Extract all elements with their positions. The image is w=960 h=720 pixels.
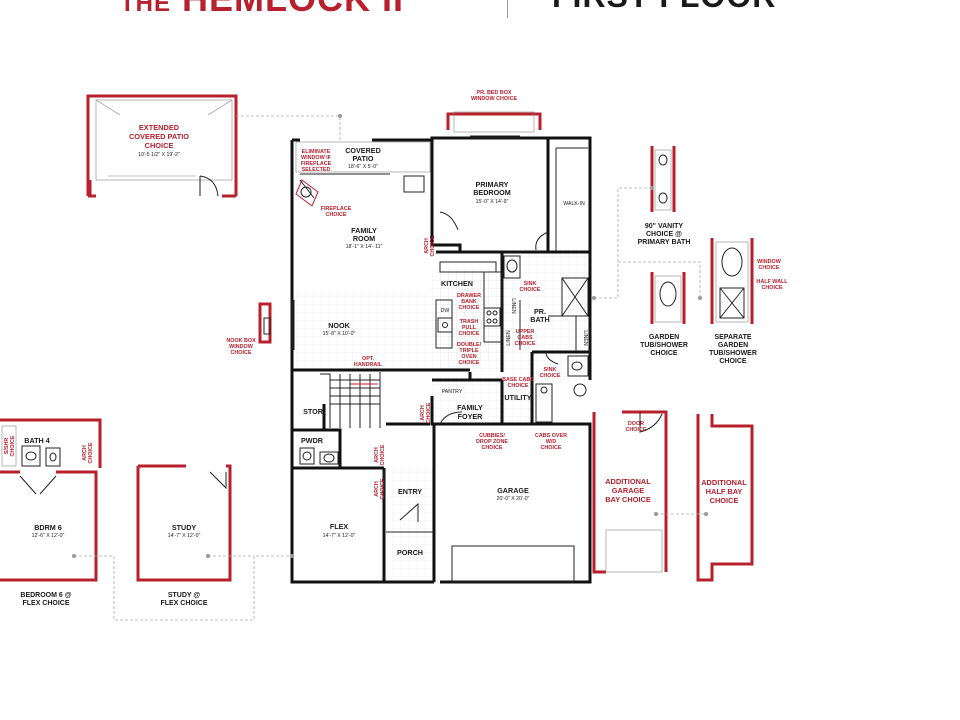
- family-room-dim: 18'-1" X 14'- 11": [346, 244, 383, 250]
- floor-label: FIRST FLOOR: [552, 0, 776, 15]
- dw-label: DW: [441, 308, 450, 314]
- arch-choice-family: ARCHCHOICE: [424, 235, 436, 256]
- arch-choice-bath4: ARCHCHOICE: [82, 442, 94, 463]
- garage-dim: 20'-0" X 20'-0": [497, 496, 530, 502]
- extended-patio-dim: 10'-5 1/2" X 19'-2": [138, 152, 180, 158]
- linen-label-3: LINEN: [582, 330, 588, 346]
- header-divider: [507, 0, 508, 18]
- flex-label: FLEX: [330, 522, 349, 531]
- garden-tub-option: [650, 272, 686, 324]
- plan-title-main: HEMLOCK II: [182, 0, 404, 19]
- garage-label: GARAGE: [497, 486, 529, 495]
- opt-handrail-label: OPT.HANDRAIL: [354, 356, 383, 368]
- plan-title-prefix: THE: [120, 0, 171, 17]
- plan-title: THE HEMLOCK II: [120, 0, 404, 20]
- vanity-option: [650, 146, 676, 212]
- bath4-label: BATH 4: [24, 436, 49, 445]
- bedroom6-option: [0, 418, 102, 582]
- covered-patio-dim: 18'-6" X 5'-0": [348, 164, 378, 170]
- separate-tub-option: [710, 238, 754, 324]
- utility-label: UTILITY: [504, 393, 531, 402]
- primary-bedroom-dim: 15'-0" X 14'-9": [476, 199, 509, 205]
- additional-half-bay-option: [696, 414, 754, 582]
- arch-choice-stair: ARCHCHOICE: [420, 402, 432, 423]
- stor-label: STOR.: [303, 407, 325, 416]
- porch-label: PORCH: [397, 548, 423, 557]
- pr-bath-label: PR.BATH: [530, 307, 549, 324]
- study-label: STUDY: [172, 523, 197, 532]
- study-dim: 14'-7" X 12'-0": [168, 533, 201, 539]
- arch-choice-entry: ARCHCHOICE: [374, 478, 386, 499]
- sshr-choice-label: S/SHRCHOICE: [4, 435, 16, 456]
- linen-label-1: LINEN: [510, 298, 516, 314]
- pantry-label: PANTRY: [442, 389, 463, 395]
- nook-label: NOOK: [328, 321, 350, 330]
- flex-dim: 14'-7" X 12'-0": [323, 533, 356, 539]
- study-caption: STUDY @FLEX CHOICE: [160, 592, 207, 607]
- kitchen-label: KITCHEN: [441, 279, 473, 288]
- additional-garage-bay-option: [592, 410, 668, 574]
- study-option: [136, 464, 232, 582]
- bdrm6-dim: 12'-6" X 12'-0": [32, 533, 65, 539]
- linen-label-2: LINEN: [506, 330, 512, 346]
- bedroom6-caption: BEDROOM 6 @FLEX CHOICE: [20, 592, 71, 607]
- entry-label: ENTRY: [398, 487, 422, 496]
- stairs: [320, 372, 381, 428]
- nook-dim: 15'-8" X 10'-0": [323, 331, 356, 337]
- arch-choice-pwdr: ARCHCHOICE: [374, 444, 386, 465]
- walk-in-label: WALK-IN: [563, 201, 585, 207]
- pwdr-label: PWDR: [301, 436, 324, 445]
- bdrm6-label: BDRM 6: [34, 523, 62, 532]
